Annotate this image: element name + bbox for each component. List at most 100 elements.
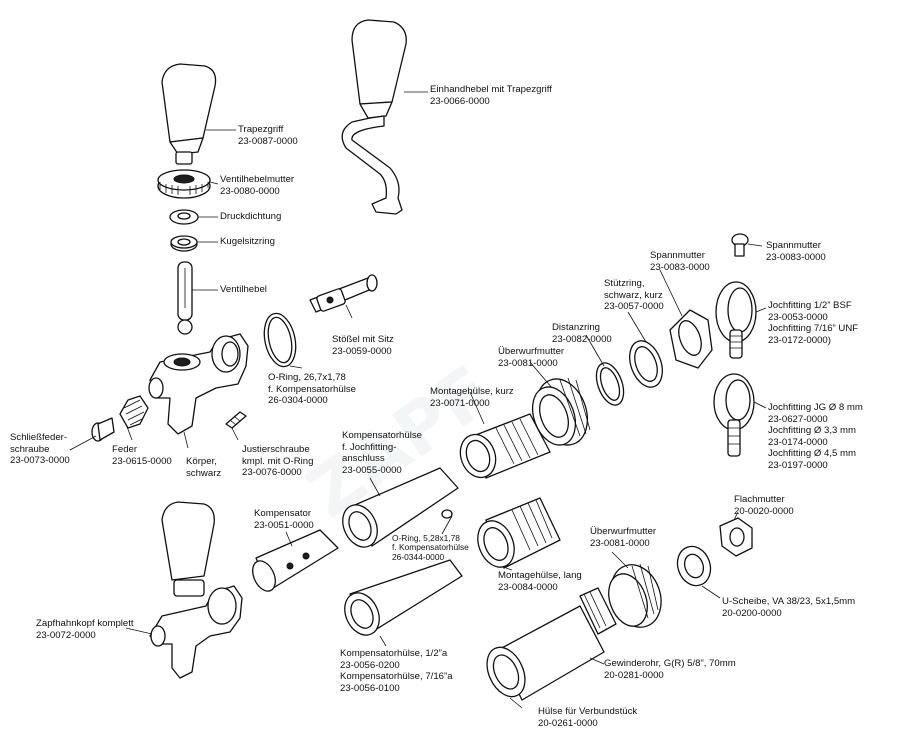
label-stuetzring-number: 23-0057-0000 — [604, 301, 664, 313]
einhandhebel-part — [341, 19, 407, 215]
label-oring-26-line1: O-Ring, 26,7x1,78 — [268, 372, 346, 383]
label-einhandhebel-title: Einhandhebel mit Trapezgriff — [430, 84, 552, 95]
label-jochfitting-bsf-line3: Jochfitting 7/16” UNF — [768, 323, 859, 335]
ueberwurfmutter-b-part — [608, 563, 662, 628]
label-stoessel-number: 23-0059-0000 — [332, 345, 392, 357]
label-stuetzring: Stützring, schwarz, kurz 23-0057-0000 — [604, 278, 664, 313]
label-huelse-verbund: Hülse für Verbundstück 20-0261-0000 — [538, 706, 637, 729]
label-justierschraube-number: 23-0076-0000 — [242, 467, 302, 479]
label-justierschraube: Justierschraube kmpl. mit O-Ring 23-0076… — [242, 444, 313, 479]
label-montagehuelse-kurz-title: Montagehülse, kurz — [430, 386, 514, 397]
label-kompensatorhuelse-joch-number: 23-0055-0000 — [342, 464, 402, 476]
label-oring-26-line2: f. Kompensatorhülse — [268, 383, 356, 395]
label-kompensatorhuelse-12-number1: 23-0056-0200 — [340, 659, 400, 671]
label-feder-number: 23-0615-0000 — [112, 455, 172, 467]
label-schliessfeder-number: 23-0073-0000 — [10, 455, 70, 467]
ventilhebel-part — [177, 261, 193, 335]
label-justierschraube-line1: Justierschraube — [242, 444, 310, 455]
kompensator-part — [252, 529, 339, 592]
label-ueberwurfmutter-b: Überwurfmutter 23-0081-0000 — [590, 526, 656, 549]
stoessel-part — [309, 274, 378, 313]
druckdichtung-part — [169, 209, 199, 225]
stuetzring-part — [629, 340, 663, 388]
feder-part — [119, 395, 149, 429]
label-schliessfeder: Schließfeder- schraube 23-0073-0000 — [10, 432, 70, 467]
label-stuetzring-line2: schwarz, kurz — [604, 289, 663, 301]
label-montagehuelse-kurz: Montagehülse, kurz 23-0071-0000 — [430, 386, 514, 409]
label-montagehuelse-lang: Montagehülse, lang 23-0084-0000 — [498, 570, 582, 593]
label-ventilhebel-title: Ventilhebel — [220, 284, 267, 295]
label-ueberwurfmutter-a-title: Überwurfmutter — [498, 346, 565, 357]
label-gewinderohr: Gewinderohr, G(R) 5/8”, 70mm 20-0281-000… — [604, 658, 736, 681]
montagehuelse-kurz-part — [459, 413, 551, 479]
spannmutter-small-part — [731, 233, 749, 257]
label-druckdichtung-title: Druckdichtung — [220, 211, 282, 222]
oring-26-part — [263, 312, 297, 368]
leader-lines — [69, 91, 767, 709]
label-kompensatorhuelse-12-line1: Kompensatorhülse, 1/2”a — [340, 648, 448, 659]
label-flachmutter-title: Flachmutter — [734, 494, 785, 505]
label-ueberwurfmutter-a-number: 23-0081-0000 — [498, 357, 558, 369]
koerper-part — [148, 333, 249, 435]
label-schliessfeder-line1: Schließfeder- — [10, 432, 68, 443]
label-kompensatorhuelse-12-number2: 23-0056-0100 — [340, 682, 400, 694]
label-koerper: Körper, schwarz — [186, 456, 221, 479]
label-kompensatorhuelse-joch-line1: Kompensatorhülse — [342, 430, 422, 441]
label-stoessel-title: Stößel mit Sitz — [332, 334, 394, 345]
oring-528-part — [441, 509, 453, 519]
label-jochfitting-jg-line4: 23-0174-0000 — [768, 436, 828, 448]
label-feder: Feder 23-0615-0000 — [112, 444, 172, 467]
ventilhebelmutter-part — [157, 169, 211, 199]
label-stuetzring-line1: Stützring, — [604, 278, 645, 289]
label-montagehuelse-lang-number: 23-0084-0000 — [498, 581, 558, 593]
label-zapfhahnkopf-title: Zapfhahnkopf komplett — [36, 618, 134, 629]
schliessfederschraube-part — [91, 417, 115, 442]
kugelsitzring-part — [170, 235, 198, 252]
label-jochfitting-jg-line3: Jochfitting Ø 3,3 mm — [768, 425, 856, 437]
label-jochfitting-jg: Jochfitting JG Ø 8 mm 23-0627-0000 Jochf… — [768, 402, 863, 472]
montagehuelse-lang-part — [477, 497, 561, 569]
label-justierschraube-line2: kmpl. mit O-Ring — [242, 455, 314, 467]
label-trapezgriff-number: 23-0087-0000 — [238, 135, 298, 147]
label-ueberwurfmutter-b-number: 23-0081-0000 — [590, 537, 650, 549]
label-distanzring-number: 23-0082-0000 — [552, 333, 612, 345]
flachmutter-part — [719, 517, 753, 557]
label-schliessfeder-line2: schraube — [10, 443, 50, 455]
label-kompensatorhuelse-joch: Kompensatorhülse f. Jochfitting- anschlu… — [342, 430, 422, 476]
label-oring-528-line2: f. Kompensatorhülse — [392, 542, 469, 553]
label-u-scheibe-number: 20-0200-0000 — [722, 607, 782, 619]
label-oring-26-number: 26-0304-0000 — [268, 395, 328, 407]
label-jochfitting-bsf-line1: Jochfitting 1/2” BSF — [768, 300, 852, 311]
label-ueberwurfmutter-a: Überwurfmutter 23-0081-0000 — [498, 346, 564, 369]
label-jochfitting-jg-line5: Jochfitting Ø 4,5 mm — [768, 448, 856, 460]
label-ventilhebelmutter-title: Ventilhebelmutter — [220, 174, 295, 185]
label-feder-title: Feder — [112, 444, 138, 455]
label-kugelsitzring: Kugelsitzring — [220, 236, 275, 248]
label-u-scheibe-title: U-Scheibe, VA 38/23, 5x1,5mm — [722, 596, 856, 607]
justierschraube-part — [225, 411, 247, 429]
label-distanzring-title: Distanzring — [552, 322, 600, 333]
label-koerper-line2: schwarz — [186, 467, 222, 479]
label-kugelsitzring-title: Kugelsitzring — [220, 236, 275, 247]
label-kompensatorhuelse-12-line2: Kompensatorhülse, 7/16”a — [340, 671, 453, 683]
label-jochfitting-jg-line1: Jochfitting JG Ø 8 mm — [768, 402, 863, 413]
label-gewinderohr-title: Gewinderohr, G(R) 5/8”, 70mm — [604, 658, 736, 669]
label-spannmutter-b: Spannmutter 23-0083-0000 — [766, 240, 826, 263]
label-ueberwurfmutter-b-title: Überwurfmutter — [590, 526, 657, 537]
jochfitting-jg-part — [713, 373, 755, 457]
label-jochfitting-bsf: Jochfitting 1/2” BSF 23-0053-0000 Jochfi… — [768, 300, 858, 346]
label-u-scheibe: U-Scheibe, VA 38/23, 5x1,5mm 20-0200-000… — [722, 596, 855, 619]
label-oring-528: O-Ring, 5,28x1,78 f. Kompensatorhülse 26… — [392, 533, 469, 562]
label-jochfitting-bsf-line2: 23-0053-0000 — [768, 311, 828, 323]
label-kompensatorhuelse-12: Kompensatorhülse, 1/2”a 23-0056-0200 Kom… — [340, 648, 453, 694]
label-ventilhebelmutter-number: 23-0080-0000 — [220, 185, 280, 197]
label-kompensator: Kompensator 23-0051-0000 — [254, 508, 314, 531]
label-spannmutter-a-number: 23-0083-0000 — [650, 261, 710, 273]
label-oring-528-line1: O-Ring, 5,28x1,78 — [392, 533, 460, 543]
jochfitting-bsf-part — [715, 281, 757, 359]
distanzring-part — [595, 362, 625, 406]
kompensatorhuelse-12-part — [344, 559, 463, 636]
label-spannmutter-a-title: Spannmutter — [650, 250, 705, 261]
label-jochfitting-bsf-line4: 23-0172-0000) — [768, 334, 831, 346]
